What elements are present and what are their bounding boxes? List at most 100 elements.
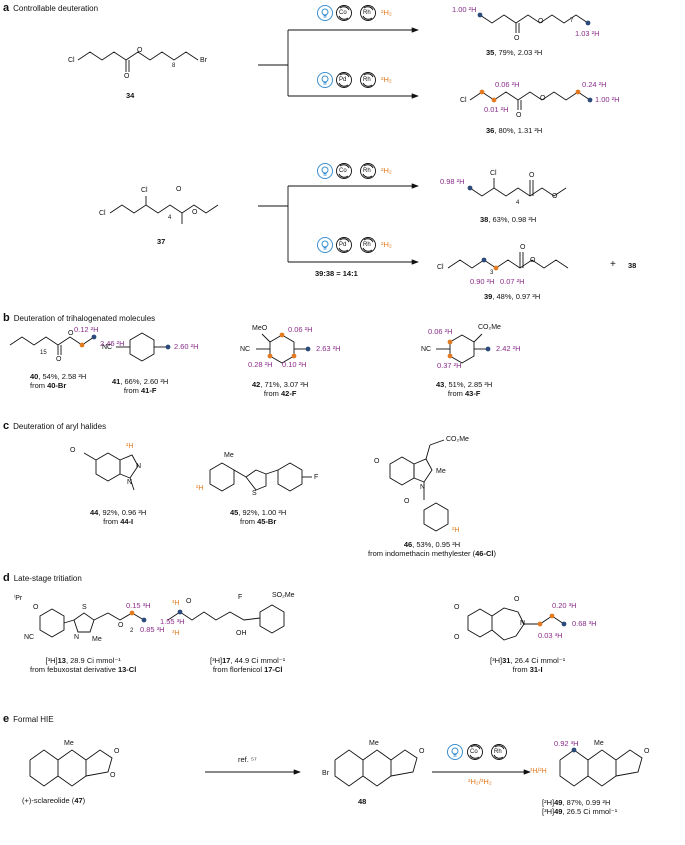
label-31-3: 0.03 ³H [538,631,563,640]
label-40-1: 0.12 ²H [74,325,99,334]
reagent-d2: ²H₂ [381,75,392,84]
atom-o-13-ester: O [118,622,124,629]
label-49-1: 0.92 ³H [554,739,579,748]
atom-o-38-ester: O [552,193,558,200]
reagent-d2: ²H₂ [381,240,392,249]
sclareolide-48 [334,749,364,787]
compound-48: 48 [358,797,367,806]
ring-43 [449,334,475,364]
atom-o-44: O [70,447,76,454]
compound-38-side: 38 [628,261,637,270]
atom-o-35: O [538,18,544,25]
label-39-1: 0.90 ²H [470,277,495,286]
atom-me-46: Me [436,468,446,475]
reagent-d2: ²H₂ [381,8,392,17]
atom-o-31: O [454,604,460,611]
ring-45-thiophene [245,469,267,491]
ring-41 [129,332,155,362]
bond-37 [109,204,219,214]
atom-o-36: O [540,95,546,102]
atom-nc-43: NC [421,346,432,353]
reagent-rh: Rh [363,10,371,16]
label-13-1: 0.15 ³H [126,601,151,610]
plus-sign: + [610,259,616,270]
atom-o-31-carbonyl: O [514,596,520,603]
reagent-pd: Pd [339,242,347,248]
atom-n-31: N [520,620,526,627]
atom-o-38: O [529,172,535,179]
subscript-15: 15 [40,350,47,356]
label-46-1: ²H [452,527,460,534]
atom-f-17: F [238,594,243,601]
caption-49: [²H]49, 87%, 0.99 ²H[³H]49, 26.5 Ci mmol… [542,798,618,817]
sclareolide-47 [29,749,59,787]
light-bulb-icon [447,744,463,760]
bond-35 [479,14,589,24]
label-43-3: 0.37 ²H [437,361,462,370]
reagent-pd: Pd [339,77,347,83]
caption-36: 36, 80%, 1.31 ²H [486,126,543,135]
ring-31 [467,608,493,638]
reference-label: ref. ⁵⁷ [238,755,257,764]
subscript-2: 2 [130,628,134,634]
ring-13-thiazole [73,612,95,633]
label-49-2: ³H/²H [530,768,547,775]
atom-o-40-ester: O [68,330,74,337]
atom-o-13: O [33,604,39,611]
label-17-2: 1.55 ³H [160,617,185,626]
subscript-8: 8 [172,63,176,69]
label-36-1: 0.06 ²H [495,80,520,89]
ratio-39-38: 39:38 = 14:1 [315,269,358,278]
atom-nc-13: NC [24,634,35,641]
atom-o-40: O [56,356,62,363]
atom-br-34: Br [200,57,207,64]
caption-39: 39, 48%, 0.97 ²H [484,292,541,301]
atom-oh-17: OH [236,630,247,637]
reagent-rh: Rh [363,168,371,174]
light-bulb-icon [317,237,333,253]
atom-nc-42: NC [240,346,251,353]
light-bulb-icon [317,5,333,21]
label-36-2: 0.01 ²H [484,105,509,114]
caption-35: 35, 79%, 2.03 ²H [486,48,543,57]
reagent-d2: ²H₂ [381,166,392,175]
label-17-3: ³H [172,630,180,637]
label-42-1: 0.06 ²H [288,325,313,334]
atom-o-34-carbonyl: O [124,73,130,80]
atom-o-46: O [374,458,380,465]
atom-cl-36: Cl [460,97,467,104]
ring-46-b [423,502,449,532]
label-36-4: 1.00 ²H [595,95,620,104]
atom-me-49: Me [594,740,604,747]
atom-s-13: S [82,604,87,611]
atom-n-44-b: N [127,479,133,486]
label-13-2: 0.85 ³H [140,625,165,634]
ring-13 [39,608,65,638]
atom-me-45: Me [224,452,234,459]
label-42-3: 0.28 ²H [248,360,273,369]
atom-n-46: N [420,484,426,491]
reagent-co: Co [470,749,478,755]
ring-44 [95,452,121,482]
atom-o-17: O [186,598,192,605]
atom-me-48: Me [369,740,379,747]
atom-o-35-carbonyl: O [514,35,520,42]
compound-34: 34 [126,91,135,100]
subscript-4: 4 [168,215,172,221]
ring-45-a [209,462,235,492]
sclareolide-49 [559,749,589,787]
atom-o-48: O [419,748,425,755]
label-42-2: 2.63 ²H [316,344,341,353]
atom-cl-34: Cl [68,57,75,64]
label-31-2: 0.68 ³H [572,619,597,628]
